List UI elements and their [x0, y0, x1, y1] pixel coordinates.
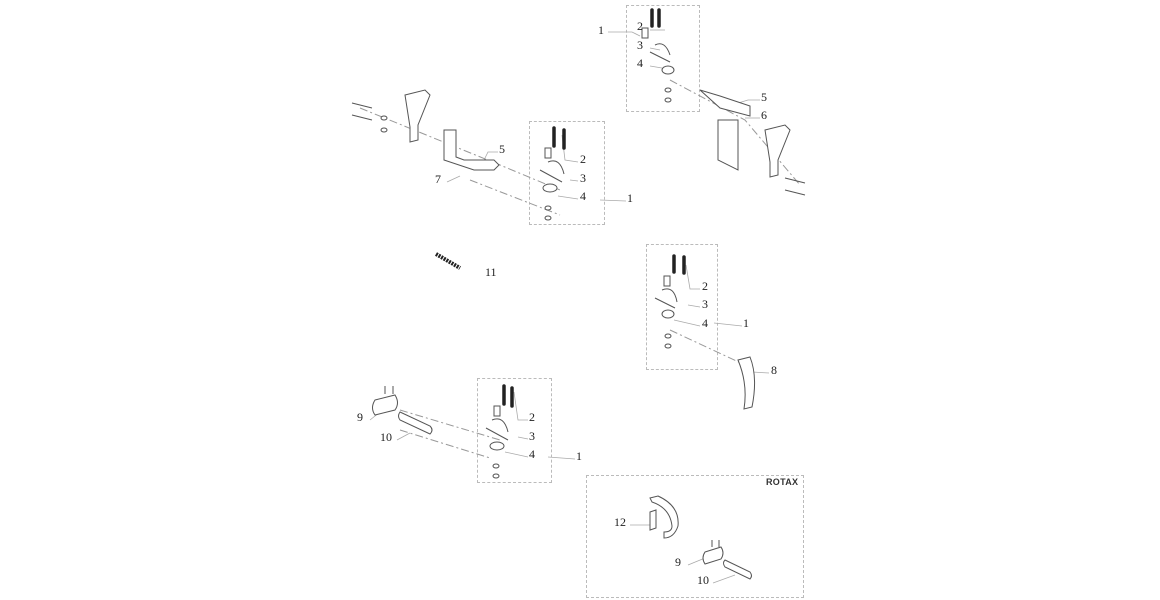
callout-9: 9 — [675, 555, 681, 569]
callout-10: 10 — [380, 430, 392, 444]
callout-2: 2 — [702, 279, 708, 293]
frame-bracket-right-icon — [764, 124, 791, 178]
callout-2: 2 — [580, 152, 586, 166]
spring-11-icon — [434, 252, 462, 270]
plate-5-icon — [699, 89, 751, 117]
rotax-box — [586, 475, 804, 598]
callout-8: 8 — [771, 363, 777, 377]
assembly-box-top-right — [626, 5, 700, 112]
callout-4: 4 — [580, 189, 586, 203]
callout-5: 5 — [761, 90, 767, 104]
callout-6: 6 — [761, 108, 767, 122]
callout-1: 1 — [598, 23, 604, 37]
arm-8-icon — [737, 356, 756, 410]
callout-1: 1 — [743, 316, 749, 330]
bracket-12-icon — [649, 495, 679, 539]
rod-10-icon — [398, 411, 433, 435]
callout-3: 3 — [529, 429, 535, 443]
assembly-box-bottom-left — [477, 378, 552, 483]
bracket-7-icon — [443, 129, 500, 171]
bracket-6-icon — [717, 119, 739, 171]
callout-4: 4 — [702, 316, 708, 330]
callout-4: 4 — [529, 447, 535, 461]
leader-lines — [369, 29, 770, 584]
callout-4: 4 — [637, 56, 643, 70]
callout-2: 2 — [529, 410, 535, 424]
frame-bracket-left-icon — [404, 89, 431, 143]
rotax-label: ROTAX — [766, 477, 799, 487]
callout-2: 2 — [637, 19, 643, 33]
callout-3: 3 — [702, 297, 708, 311]
callout-3: 3 — [580, 171, 586, 185]
callout-7: 7 — [435, 172, 441, 186]
callout-10: 10 — [697, 573, 709, 587]
callout-3: 3 — [637, 38, 643, 52]
rotax-rod-10-icon — [723, 559, 752, 580]
callout-11: 11 — [485, 265, 497, 279]
callout-5: 5 — [499, 142, 505, 156]
spring-icons — [502, 8, 686, 408]
callout-12: 12 — [614, 515, 626, 529]
assembly-box-middle-right — [646, 244, 718, 370]
callout-1: 1 — [576, 449, 582, 463]
fastener-icons — [351, 27, 806, 479]
rotax-clamp-9-icon — [702, 540, 724, 565]
callout-1: 1 — [627, 191, 633, 205]
assembly-box-left — [529, 121, 605, 225]
callout-9: 9 — [357, 410, 363, 424]
clamp-9-icon — [372, 386, 398, 416]
